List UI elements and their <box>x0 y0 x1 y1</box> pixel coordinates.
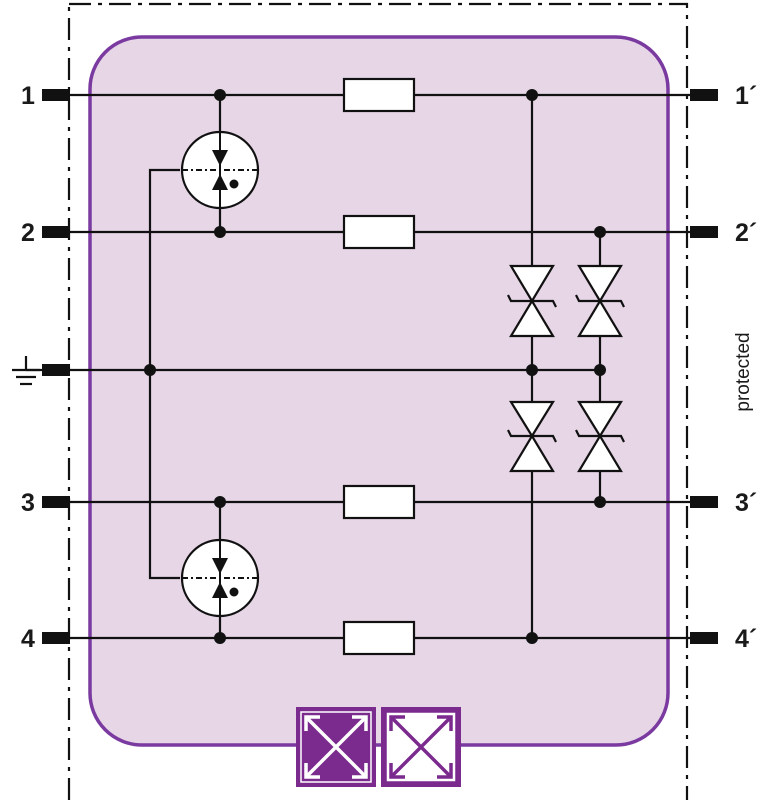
terminal-label-3: 3 <box>21 489 35 517</box>
junction-dots <box>144 89 606 644</box>
terminal-label-2: 2 <box>21 219 35 247</box>
tvs-diode-icon <box>507 400 557 473</box>
resistor-icon <box>342 77 416 113</box>
terminal-label-4: 4 <box>21 625 35 653</box>
terminal-3-prime <box>690 496 718 508</box>
protected-side-label: protected <box>733 332 754 411</box>
ground-icon <box>12 356 42 386</box>
gas-discharge-tube-icon <box>180 538 260 618</box>
tvs-diode-icon <box>507 264 557 338</box>
monitoring-arrows-icon <box>381 707 461 787</box>
tvs-diode-icon <box>575 264 625 338</box>
monitoring-arrows-icon <box>296 707 376 787</box>
terminal-2 <box>42 226 70 238</box>
terminal-4 <box>42 632 70 644</box>
terminal-label-3-prime: 3´ <box>735 489 757 517</box>
terminal-label-1: 1 <box>21 82 35 110</box>
terminal-label-1-prime: 1´ <box>735 82 757 110</box>
terminal-1 <box>42 89 70 101</box>
gas-discharge-tube-icon <box>180 130 260 210</box>
terminal-label-2-prime: 2´ <box>735 219 757 247</box>
terminal-2-prime <box>690 226 718 238</box>
terminal-3 <box>42 496 70 508</box>
tvs-diode-icon <box>575 400 625 473</box>
terminal-1-prime <box>690 89 718 101</box>
terminal-ground <box>42 364 70 376</box>
device-enclosure <box>67 2 689 800</box>
resistor-icon <box>342 620 416 656</box>
resistor-icon <box>342 214 416 250</box>
terminal-4-prime <box>690 632 718 644</box>
terminal-label-4-prime: 4´ <box>735 625 757 653</box>
resistor-icon <box>342 484 416 520</box>
